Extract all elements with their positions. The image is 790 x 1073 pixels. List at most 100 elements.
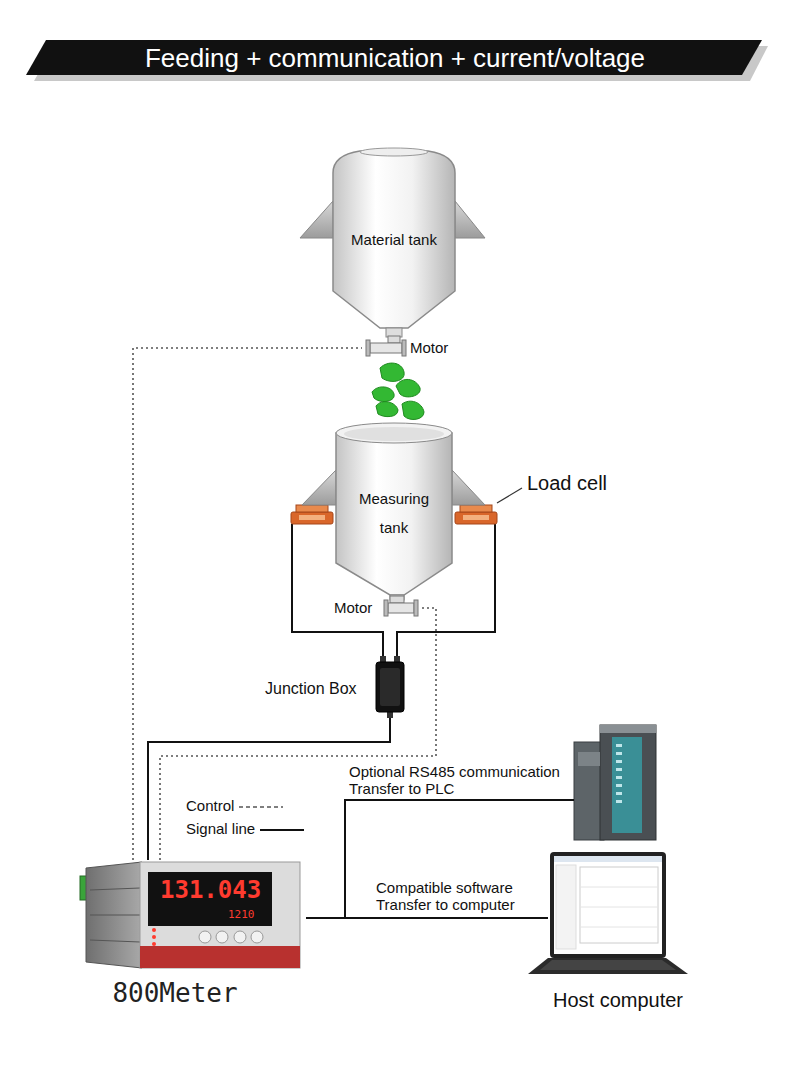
chart-gridline (580, 887, 658, 888)
leader-line (497, 488, 522, 503)
plc-led (616, 800, 622, 803)
legend-line-sample (239, 806, 283, 808)
meter-button (251, 931, 263, 943)
load-cell (296, 505, 328, 512)
measuring-tank: Measuring tank (300, 415, 485, 605)
tank-rim (336, 423, 452, 443)
box-label: Junction Box (265, 679, 357, 699)
legend-text: Control (186, 797, 234, 814)
plc-led (616, 768, 622, 771)
tank-wing (452, 470, 485, 505)
node-outline (300, 415, 485, 605)
tank-body (336, 433, 452, 595)
signal-line (306, 917, 548, 919)
motor-label: Motor (334, 599, 372, 617)
plc-led (616, 792, 622, 795)
legend-row: Signal line (186, 817, 306, 840)
plc-faceplate (612, 737, 642, 833)
laptop-screen (554, 856, 662, 954)
laptop-keyboard (540, 960, 676, 970)
plc-led (616, 744, 622, 747)
motor-valve: Motor (334, 596, 420, 620)
legend-text: Signal line (186, 820, 255, 837)
motor-valve: Motor (362, 336, 458, 360)
valve-flange (402, 340, 406, 356)
meter-button (199, 931, 211, 943)
housing-rib (90, 915, 140, 916)
tank-label: Material tank (351, 231, 437, 249)
housing-rib (90, 940, 140, 942)
junction-box-body (376, 662, 404, 712)
material-piece (396, 379, 420, 396)
junction-box: Junction Box (262, 656, 408, 718)
plc-panel (578, 752, 600, 766)
material-piece (402, 401, 424, 419)
tank-wing (300, 201, 333, 238)
tank-body (333, 151, 455, 328)
plc-top (600, 725, 656, 733)
material-piece (376, 402, 398, 417)
load-cell (299, 515, 325, 520)
front-band (140, 946, 300, 968)
title: Feeding + communication + current/voltag… (145, 42, 645, 74)
window-sidebar (556, 865, 576, 949)
legend-sample (258, 823, 306, 835)
tank-opening (344, 427, 444, 441)
indicator-led (152, 935, 156, 939)
plc-led (616, 760, 622, 763)
window-bar (554, 856, 662, 862)
line-note: Optional RS485 communication Transfer to… (349, 763, 581, 797)
tank-wing (302, 470, 336, 505)
tank-lid (360, 148, 428, 156)
legend: ControlSignal line (186, 794, 306, 840)
laptop-bezel (550, 852, 666, 958)
legend-sample (237, 800, 285, 812)
valve-stub (390, 596, 404, 603)
host-computer: Host computer (548, 852, 688, 1014)
device-name: 800Meter (112, 978, 237, 1008)
indicator-led (152, 928, 156, 932)
computer-label: Host computer (553, 988, 683, 1012)
meter-housing (86, 862, 142, 968)
rs485-line (345, 800, 574, 918)
front-panel (140, 862, 300, 968)
chart-gridline (580, 927, 658, 928)
laptop-base (528, 958, 688, 974)
led-display (148, 872, 272, 926)
valve-stub (388, 336, 400, 343)
valve-flange (366, 340, 370, 356)
display-value: 131.043 (160, 876, 261, 904)
motor-label: Motor (410, 339, 448, 357)
weighing-meter: 800Meter 131.043 1210 (80, 860, 306, 1015)
window-chart (580, 867, 658, 943)
legend-line-sample (260, 829, 304, 831)
display-value: 1210 (228, 908, 255, 921)
load-cell (463, 515, 489, 520)
load-cell (455, 512, 497, 524)
chart-gridline (580, 907, 658, 908)
valve-flange (414, 600, 418, 616)
control-line (133, 348, 362, 860)
valve-body (388, 603, 414, 613)
plc-led (616, 776, 622, 779)
load-cell (291, 512, 333, 524)
material-piece (380, 363, 404, 381)
control-line (160, 608, 436, 860)
valve-body (370, 343, 402, 353)
valve-flange (384, 600, 388, 616)
material-tank: Material tank (300, 143, 485, 338)
plc-module (600, 725, 656, 840)
title-banner (26, 40, 762, 75)
junction-box-lid (380, 668, 400, 706)
tank-label: Measuring tank (348, 484, 440, 542)
housing-rib (90, 888, 140, 890)
edge-label: Compatible software Transfer to computer (376, 879, 541, 913)
plc-led (616, 752, 622, 755)
material-piece (372, 387, 394, 402)
part-label: Load cell (527, 471, 607, 495)
load-cell (460, 505, 492, 512)
indicator-led (152, 942, 156, 946)
legend-row: Control (186, 794, 306, 817)
meter-button (216, 931, 228, 943)
